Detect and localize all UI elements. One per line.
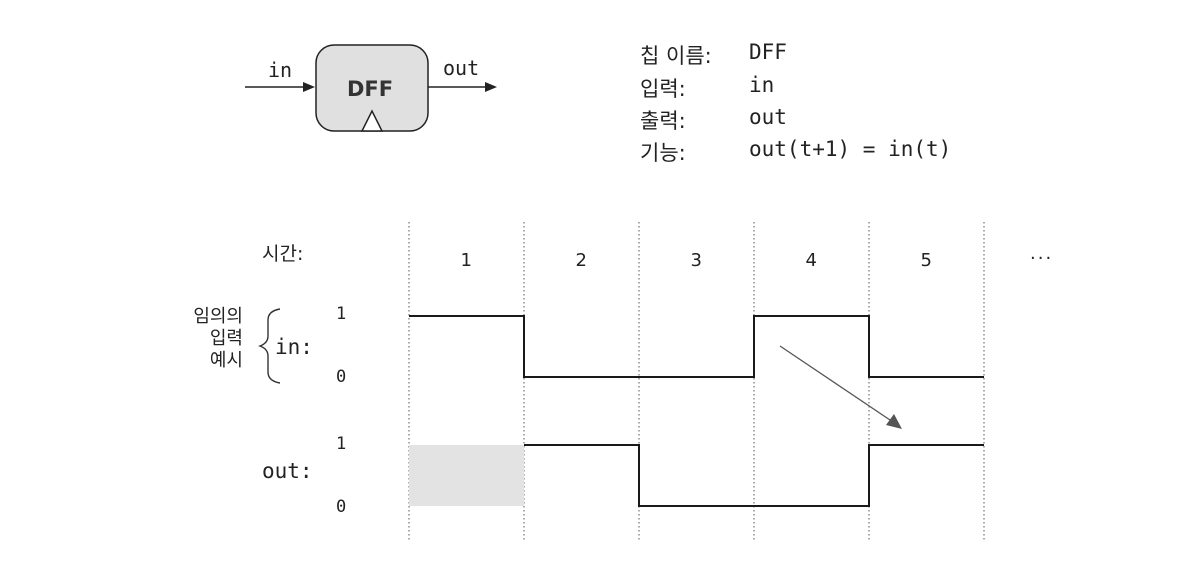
spec-function-value: out(t+1) = in(t) [749, 137, 952, 161]
example-caption-line: 임의의 [193, 306, 243, 327]
out-level-low: 0 [336, 497, 347, 517]
time-step-label: 4 [805, 250, 817, 271]
time-step-label: 5 [920, 250, 932, 271]
input-pin-label: in [268, 58, 293, 82]
in-waveform [409, 315, 984, 378]
input-arrowhead [303, 82, 315, 92]
time-step-label: 2 [575, 250, 587, 271]
time-step-label: 1 [460, 250, 472, 271]
time-ellipsis: ... [1030, 243, 1054, 264]
out-level-high: 1 [336, 434, 347, 454]
out-waveform [524, 444, 984, 507]
example-caption: 임의의 입력 예시 [181, 306, 243, 372]
spec-output-label: 출력: [640, 109, 686, 133]
clock-triangle-icon [360, 109, 384, 132]
spec-output-value: out [749, 105, 787, 129]
in-level-high: 1 [336, 304, 347, 324]
example-caption-line: 예시 [209, 350, 243, 371]
delay-arrow-line [779, 345, 894, 423]
spec-function-label: 기능: [640, 141, 686, 165]
undefined-value-region [409, 445, 524, 506]
out-signal-label: out: [262, 459, 313, 483]
waveforms [409, 315, 984, 507]
spec-input-label: 입력: [640, 77, 686, 101]
in-level-low: 0 [336, 367, 347, 387]
dff-block-label: DFF [347, 77, 394, 101]
in-signal-label: in: [275, 335, 313, 359]
example-caption-line: 입력 [209, 328, 243, 349]
curly-brace-icon [258, 308, 281, 384]
time-label: 시간: [262, 243, 304, 265]
output-arrowhead [485, 82, 497, 92]
time-step-label: 3 [690, 250, 702, 271]
spec-input-value: in [749, 73, 775, 97]
out-undefined-region [409, 445, 524, 506]
delay-arrow [779, 345, 902, 429]
delay-arrowhead-icon [886, 414, 902, 429]
output-pin-label: out [443, 56, 480, 80]
spec-name-value: DFF [749, 40, 787, 64]
spec-name-label: 칩 이름: [640, 44, 712, 68]
